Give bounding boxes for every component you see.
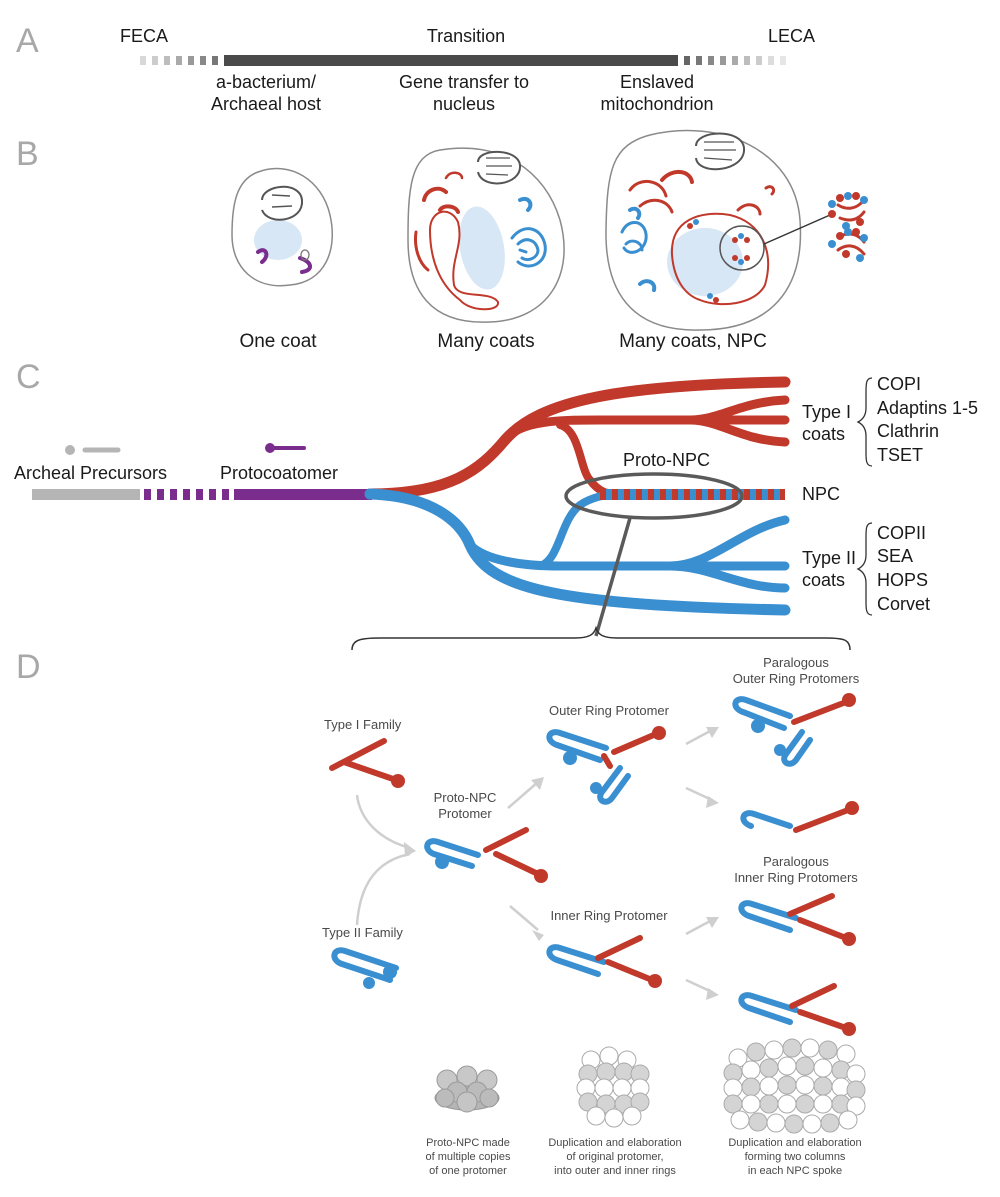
stage-1-line-2: Archaeal host — [211, 94, 321, 114]
cell-one-label: One coat — [239, 331, 317, 352]
paralogous-inner-protomer-2 — [738, 983, 856, 1036]
panel-label-d: D — [16, 648, 41, 686]
type-2-item-sea: SEA — [877, 546, 913, 566]
caption-2-line-3: into outer and inner rings — [554, 1165, 676, 1177]
outer-ring-label: Outer Ring Protomer — [549, 703, 670, 718]
stage-2-line-1: Gene transfer to — [399, 72, 529, 92]
type-1-family-protomer — [329, 738, 405, 788]
cell-one-coat — [231, 167, 334, 287]
stage-3-line-1: Enslaved — [620, 72, 694, 92]
caption-1-line-1: Proto-NPC made — [426, 1137, 510, 1149]
npc-bar — [600, 489, 785, 500]
type-2-coats-line-2: coats — [802, 570, 845, 590]
type-1-item-clathrin: Clathrin — [877, 421, 939, 441]
inner-ring-label: Inner Ring Protomer — [550, 908, 668, 923]
paralogous-outer-line-1: Paralogous — [763, 655, 829, 670]
stage-3-line-2: mitochondrion — [600, 94, 713, 114]
type-1-coats-line-2: coats — [802, 424, 845, 444]
proto-npc-protomer — [424, 827, 548, 883]
type-2-item-copii: COPII — [877, 523, 926, 543]
timeline-middle: Transition — [427, 26, 505, 46]
cell-many-coats — [407, 147, 565, 323]
archeal-precursors-label: Archeal Precursors — [14, 463, 167, 483]
type-1-item-adaptins: Adaptins 1-5 — [877, 398, 978, 418]
inner-ring-protomer — [546, 935, 662, 988]
type-1-coats-line-1: Type I — [802, 402, 851, 422]
proto-npc-ring-stack — [434, 1065, 500, 1113]
two-column-ring-stack — [723, 1038, 866, 1134]
stage-1-line-1: a-bacterium/ — [216, 72, 316, 92]
panel-label-a: A — [16, 22, 39, 60]
caption-3-line-1: Duplication and elaboration — [728, 1137, 861, 1149]
cell-npc-label: Many coats, NPC — [619, 331, 767, 352]
paralogous-outer-protomer-1 — [732, 693, 856, 767]
stage-2-line-2: nucleus — [433, 94, 495, 114]
paralogous-inner-line-2: Inner Ring Protomers — [734, 870, 858, 885]
cell-many-coats-npc — [605, 129, 831, 331]
phylogenetic-tree — [32, 376, 873, 651]
proto-npc-protomer-line-1: Proto-NPC — [434, 790, 497, 805]
npc-label: NPC — [802, 484, 840, 504]
paralogous-inner-line-1: Paralogous — [763, 854, 829, 869]
timeline-start: FECA — [120, 26, 168, 46]
npc-zoom-detail — [828, 192, 868, 262]
caption-1-line-2: of multiple copies — [426, 1151, 511, 1163]
type-1-item-tset: TSET — [877, 445, 923, 465]
panel-label-c: C — [16, 358, 41, 396]
caption-3-line-3: in each NPC spoke — [748, 1165, 842, 1177]
type-2-family-label: Type II Family — [322, 925, 403, 940]
paralogous-inner-protomer-1 — [738, 893, 856, 946]
caption-2-line-2: of original protomer, — [566, 1151, 663, 1163]
type-1-family-label: Type I Family — [324, 717, 402, 732]
type-1-item-copi: COPI — [877, 374, 921, 394]
paralogous-outer-protomer-2 — [740, 801, 859, 833]
paralogous-outer-line-2: Outer Ring Protomers — [733, 671, 860, 686]
type-2-item-corvet: Corvet — [877, 594, 930, 614]
type-2-item-hops: HOPS — [877, 570, 928, 590]
panel-label-b: B — [16, 135, 39, 173]
caption-1-line-3: of one protomer — [429, 1165, 507, 1177]
protocoatomer-bar — [234, 489, 372, 500]
caption-3-line-2: forming two columns — [745, 1151, 846, 1163]
proto-npc-ellipse — [564, 472, 744, 520]
timeline-end: LECA — [768, 26, 815, 46]
type-2-family-protomer — [331, 947, 399, 989]
type-2-coats-line-1: Type II — [802, 548, 856, 568]
proto-npc-protomer-line-2: Protomer — [438, 806, 492, 821]
cell-many-label: Many coats — [437, 331, 534, 352]
timeline — [140, 55, 786, 66]
outer-ring-protomer — [546, 726, 666, 805]
outer-inner-ring-stack — [576, 1046, 650, 1128]
timeline-bar — [224, 55, 678, 66]
proto-npc-label: Proto-NPC — [623, 450, 710, 470]
caption-2-line-1: Duplication and elaboration — [548, 1137, 681, 1149]
protocoatomer-label: Protocoatomer — [220, 463, 338, 483]
